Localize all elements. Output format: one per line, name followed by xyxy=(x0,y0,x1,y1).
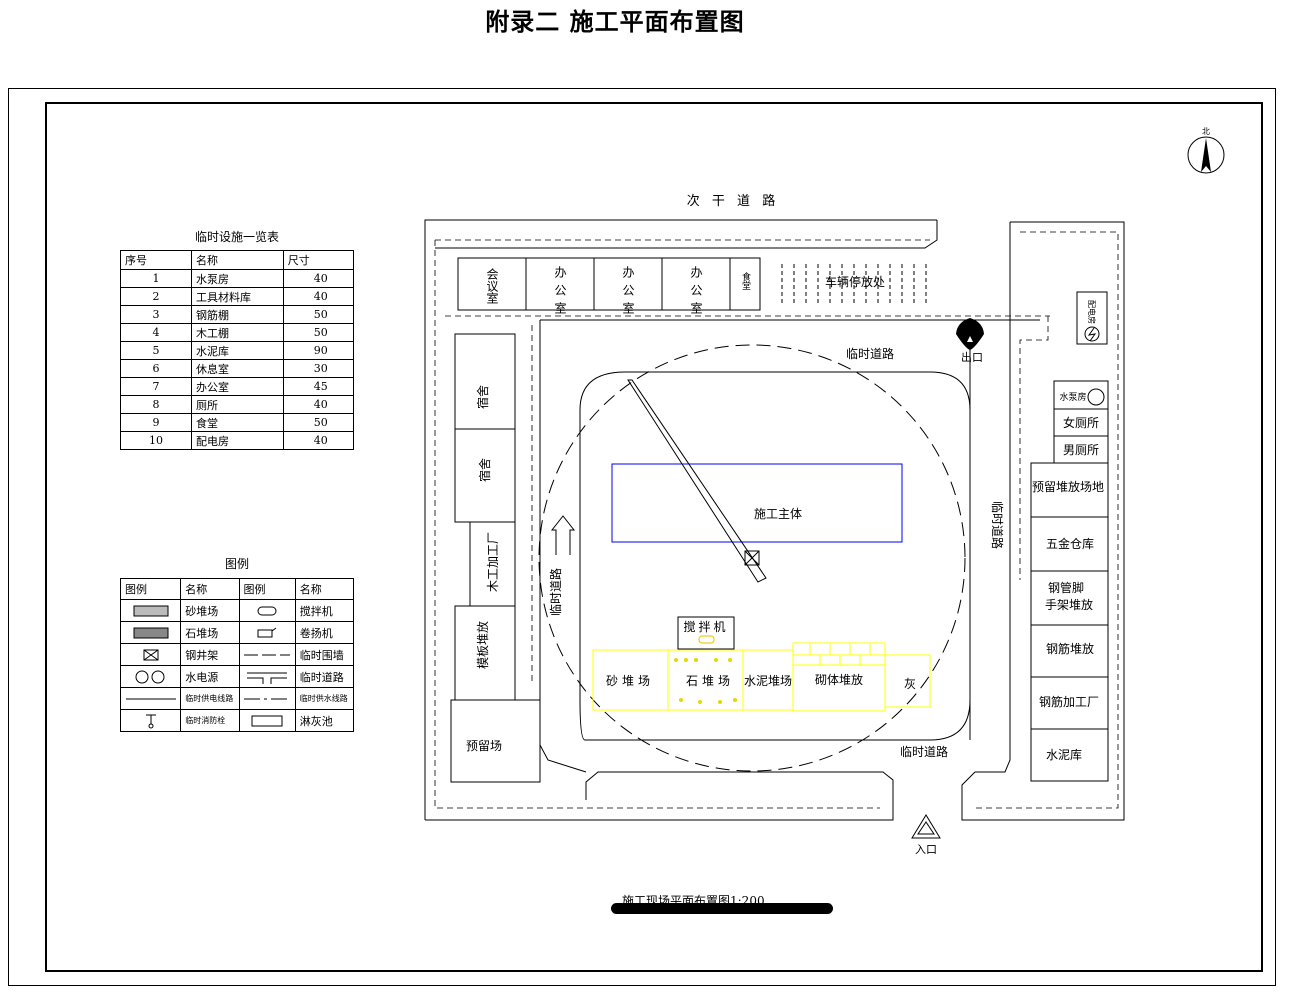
table-row: 临时消防栓 淋灰池 xyxy=(119,709,355,732)
sand-yard-label: 砂堆场 xyxy=(606,674,654,688)
dorm-label-1: 宿舍 xyxy=(475,385,490,409)
power-icon xyxy=(1084,326,1100,342)
reserved-label: 预留场 xyxy=(466,739,502,753)
pump-room-label: 水泵房 xyxy=(1059,391,1086,403)
legend-name: 临时消防栓 xyxy=(180,709,240,732)
lime-label: 灰 xyxy=(904,677,916,691)
dorm-label-2: 宿舍 xyxy=(477,458,492,482)
legend-header: 图例 xyxy=(119,578,182,600)
road-top-label: 次 干 道 路 xyxy=(687,193,779,209)
cement-yard-label: 水泥堆场 xyxy=(744,674,792,688)
mens-wc-label: 男厕所 xyxy=(1063,443,1099,457)
reserved-yard-label: 预留堆放场地 xyxy=(1032,479,1104,494)
table-row: 石堆场 卷扬机 xyxy=(119,621,355,644)
scaffold-label-1: 钢管脚 xyxy=(1048,580,1084,595)
main-body-label: 施工主体 xyxy=(754,507,802,521)
exit-marker-icon xyxy=(956,318,984,350)
substation-box xyxy=(1076,291,1108,345)
facility-header: 序号 xyxy=(120,250,192,270)
table-cell: 10 xyxy=(120,431,192,450)
tower-crane-icon xyxy=(627,379,767,583)
carpentry-label: 木工加工厂 xyxy=(486,532,500,592)
facility-table-title: 临时设施一览表 xyxy=(194,230,279,244)
parking-label: 车辆停放处 xyxy=(825,274,885,289)
legend-header: 名称 xyxy=(294,578,355,600)
stone-pattern xyxy=(674,658,737,704)
table-cell: 配电房 xyxy=(191,431,284,450)
table-cell: 90 xyxy=(282,341,355,360)
office-row xyxy=(457,257,761,311)
legend-name: 淋灰池 xyxy=(294,709,355,732)
legend-name: 卷扬机 xyxy=(294,621,355,644)
hydrant-icon xyxy=(119,709,182,732)
entrance-marker-icon xyxy=(911,814,941,839)
table-cell: 40 xyxy=(282,431,355,450)
road-arrow-icon xyxy=(550,515,576,555)
exit-label: 出口 xyxy=(961,350,983,364)
formwork-label: 模板堆放 xyxy=(475,621,490,669)
legend-name: 石堆场 xyxy=(180,621,240,644)
hardware-label: 五金仓库 xyxy=(1046,536,1094,551)
main-building xyxy=(611,463,903,543)
material-yards xyxy=(592,642,931,712)
scale-bar xyxy=(611,903,833,914)
legend-table: 图例名称图例名称 砂堆场搅拌机石堆场卷扬机钢井架临时围墙水电源临时道路临时供电线… xyxy=(119,578,355,732)
table-cell: 水泥库 xyxy=(191,341,284,360)
temp-fence xyxy=(434,231,1119,809)
canteen-label: 食堂 xyxy=(740,271,751,290)
temp-road-label-top: 临时道路 xyxy=(846,346,894,361)
temp-road-label-right: 临时道路 xyxy=(990,501,1005,549)
mixer-box xyxy=(677,616,735,650)
stone-pattern-icon xyxy=(119,621,182,644)
rebar-factory-label: 钢筋加工厂 xyxy=(1039,694,1099,709)
scaffold-label-2: 手架堆放 xyxy=(1045,597,1093,612)
left-buildings xyxy=(450,333,541,783)
mixer-label: 搅拌机 xyxy=(683,619,728,634)
stone-yard-label: 石堆场 xyxy=(686,674,734,688)
north-arrow-icon: 北 xyxy=(1187,127,1225,174)
crane-radius xyxy=(538,344,966,772)
right-buildings xyxy=(1030,380,1109,782)
legend-name: 水电源 xyxy=(180,665,240,688)
table-row: 砂堆场搅拌机 xyxy=(119,599,355,622)
legend-table-title: 图例 xyxy=(224,557,249,571)
masonry-yard-label: 砌体堆放 xyxy=(815,672,863,687)
temp-road-label-left: 临时道路 xyxy=(548,568,563,616)
table-row: 钢井架临时围墙 xyxy=(119,643,355,666)
north-label: 北 xyxy=(1202,127,1210,136)
legend-name: 临时道路 xyxy=(294,665,355,688)
mixer-icon xyxy=(698,635,715,644)
womens-wc-label: 女厕所 xyxy=(1063,415,1099,430)
substation-label: 配电房 xyxy=(1087,300,1097,324)
pump-icon xyxy=(1087,388,1105,406)
cement-store-label: 水泥库 xyxy=(1046,747,1082,762)
office-label-1: 办公室 xyxy=(553,265,567,320)
office-label-2: 办公室 xyxy=(621,265,635,320)
table-row: 水电源 临时道路 xyxy=(119,665,355,688)
scale-caption: 施工现场平面布置图1:200 xyxy=(622,894,765,908)
meeting-room-label: 会议室 xyxy=(485,268,499,304)
page-title: 附录二 施工平面布置图 xyxy=(485,8,745,36)
work-zone-boundary xyxy=(579,371,971,741)
entrance-label: 入口 xyxy=(915,843,937,856)
outer-frame xyxy=(8,88,1276,986)
rebar-store-label: 钢筋堆放 xyxy=(1046,641,1094,656)
office-label-3: 办公室 xyxy=(689,265,703,320)
inner-frame xyxy=(45,102,1263,972)
temp-road-label-bottom: 临时道路 xyxy=(900,744,948,759)
